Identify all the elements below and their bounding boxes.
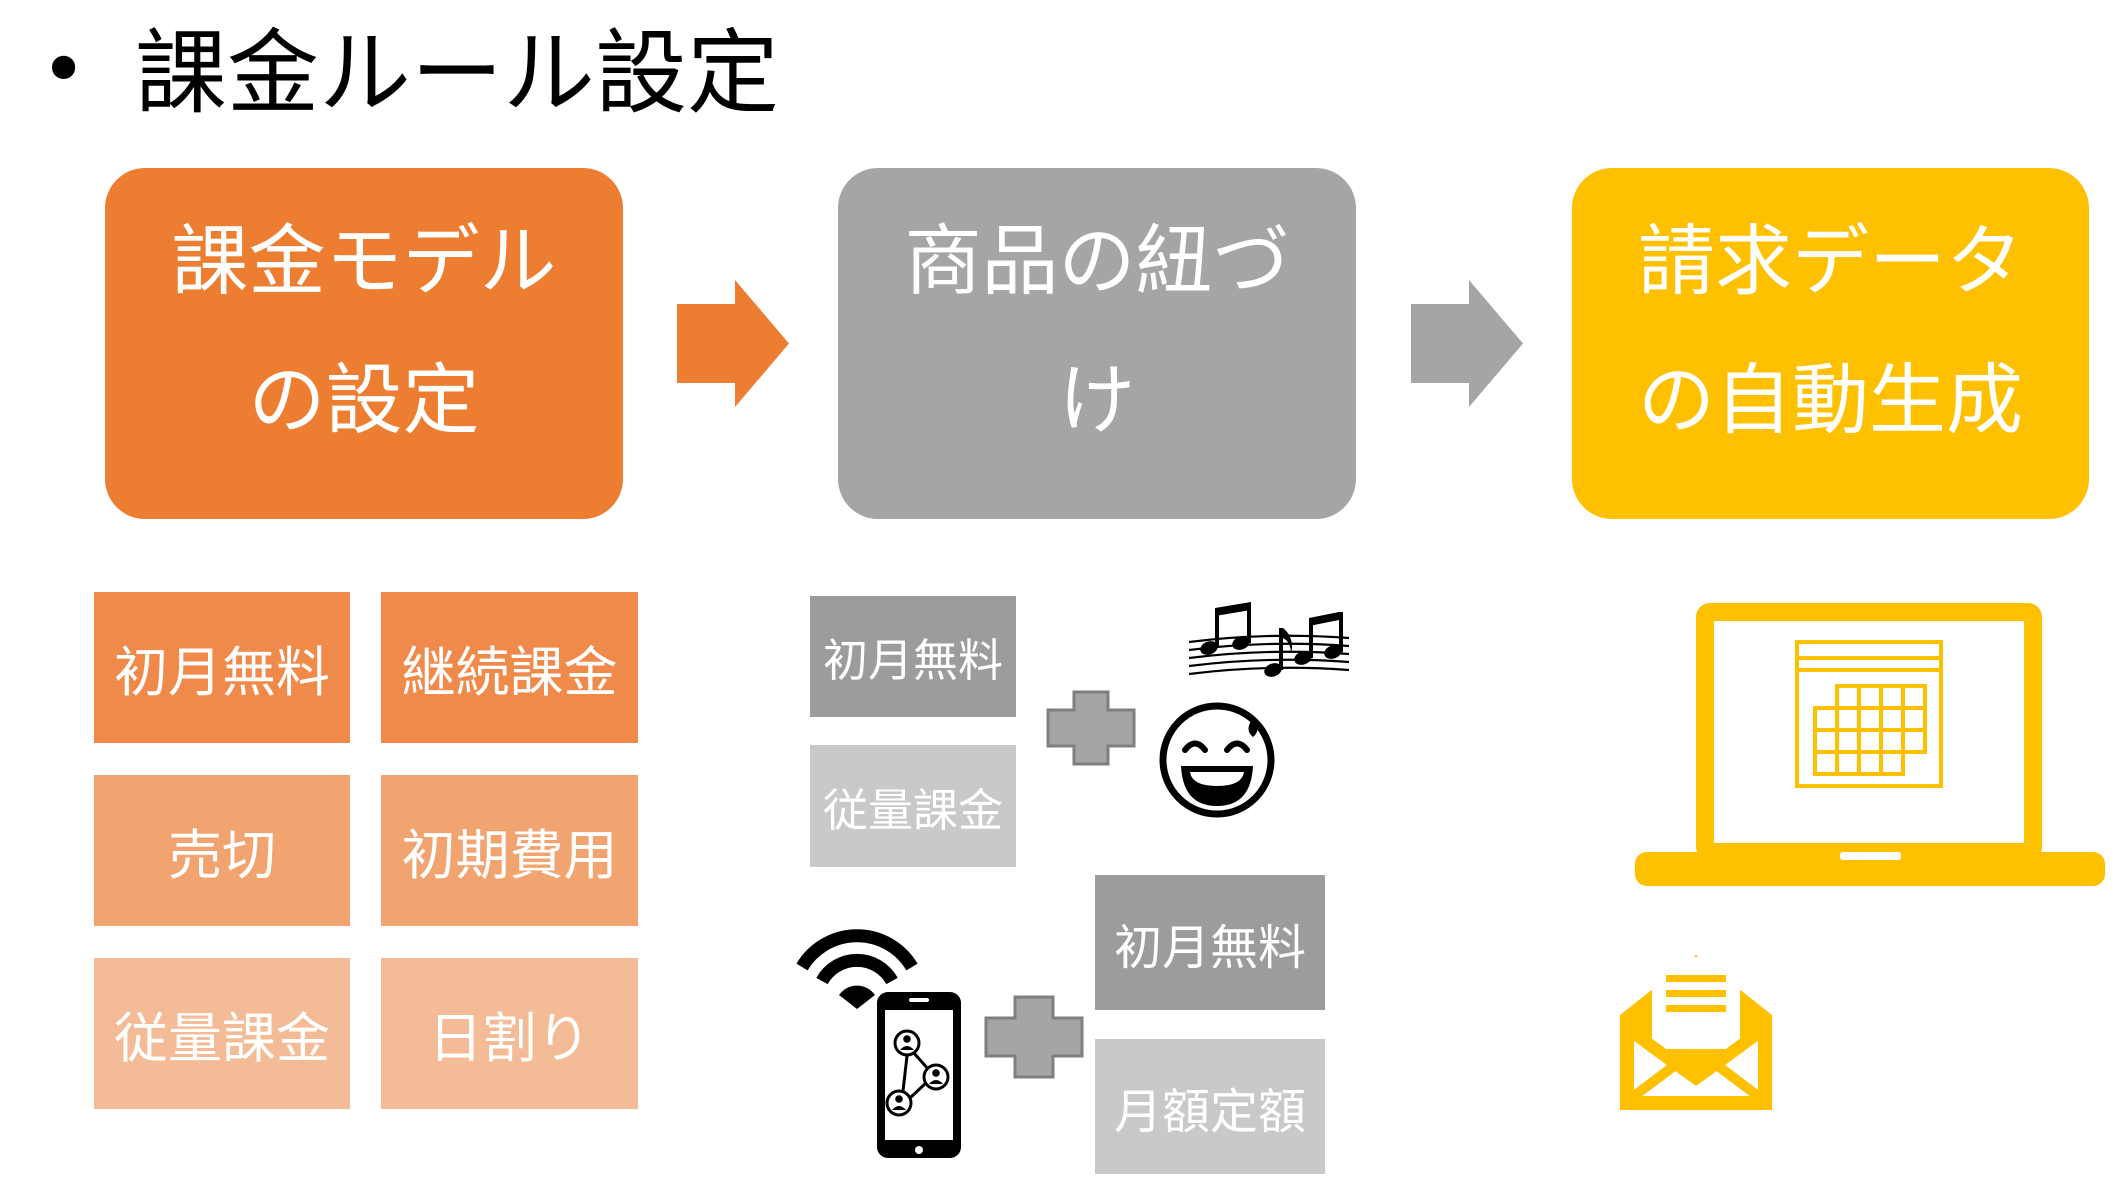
- billing-model-tile: 継続課金: [381, 592, 638, 743]
- music-notes-icon: [1189, 602, 1349, 677]
- plus-icon: [984, 995, 1084, 1079]
- step-label-line: の設定: [248, 357, 480, 446]
- tile-label: 初期費用: [401, 824, 618, 887]
- tile-label: 従量課金: [114, 1007, 330, 1070]
- title-bullet: •: [40, 23, 88, 116]
- smartphone-network-icon: [877, 992, 961, 1158]
- envelope-letter-icon: [1620, 955, 1772, 1110]
- step-billing-model: 課金モデル の設定: [105, 168, 623, 519]
- step-label-line: 商品の紐づ: [904, 218, 1290, 307]
- tile-label: 継続課金: [401, 641, 618, 704]
- billing-model-tile: 初月無料: [94, 592, 350, 743]
- product-plan-tile: 初月無料: [1095, 875, 1325, 1010]
- step-invoice-generation: 請求データ の自動生成: [1572, 168, 2089, 519]
- billing-model-tile: 日割り: [381, 958, 638, 1109]
- plus-icon: [1046, 690, 1136, 766]
- tile-label: 初月無料: [114, 641, 330, 704]
- arrow-right-icon: [677, 280, 789, 407]
- slide-title: 課金ルール設定: [135, 20, 780, 127]
- billing-model-tile: 従量課金: [94, 958, 350, 1109]
- laptop-icon: [1635, 603, 2105, 886]
- arrow-right-icon: [1411, 280, 1523, 407]
- smiley-face-icon: [1159, 702, 1275, 818]
- step-label-line: 課金モデル: [171, 218, 557, 307]
- product-plan-tile: 従量課金: [810, 745, 1016, 867]
- tile-label: 日割り: [428, 1007, 591, 1070]
- step-label-line: の自動生成: [1638, 357, 2023, 446]
- tile-label: 初月無料: [1113, 919, 1306, 976]
- step-product-link: 商品の紐づ け: [838, 168, 1356, 519]
- step-label-line: け: [1058, 357, 1136, 446]
- billing-model-tile: 初期費用: [381, 775, 638, 926]
- calendar-icon: [1795, 640, 1943, 788]
- billing-model-tile: 売切: [94, 775, 350, 926]
- wifi-icon: [796, 929, 918, 1009]
- tile-label: 月額定額: [1113, 1083, 1306, 1140]
- product-plan-tile: 初月無料: [810, 596, 1016, 717]
- step-label-line: 請求データ: [1638, 218, 2023, 307]
- tile-label: 売切: [168, 824, 276, 887]
- tile-label: 従量課金: [822, 783, 1003, 837]
- product-plan-tile: 月額定額: [1095, 1039, 1325, 1174]
- tile-label: 初月無料: [822, 634, 1003, 687]
